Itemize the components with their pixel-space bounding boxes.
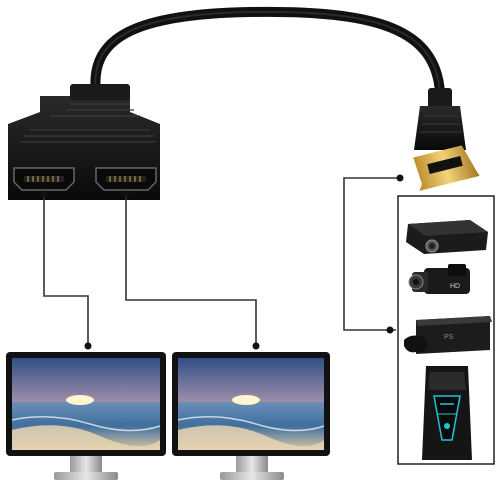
game-console-icon: PS bbox=[404, 316, 492, 354]
connector-dot bbox=[386, 326, 394, 334]
connector-lines bbox=[43, 177, 400, 346]
hdmi-port-left bbox=[13, 167, 75, 191]
camcorder-brand-text: HD bbox=[450, 283, 460, 290]
connector-dot bbox=[396, 174, 404, 182]
camcorder-icon: HD bbox=[408, 264, 470, 294]
hdmi-male-plug bbox=[413, 88, 480, 191]
connector-dot bbox=[84, 342, 92, 350]
monitor-left bbox=[6, 352, 166, 480]
hdmi-port-right bbox=[95, 167, 157, 191]
connector-dot bbox=[122, 190, 130, 198]
projector-icon bbox=[406, 220, 488, 254]
desktop-pc-icon bbox=[422, 366, 472, 460]
connector-dot bbox=[252, 342, 260, 350]
monitor-right bbox=[172, 352, 330, 480]
svg-text:PS: PS bbox=[444, 334, 454, 341]
connector-dot bbox=[40, 190, 48, 198]
